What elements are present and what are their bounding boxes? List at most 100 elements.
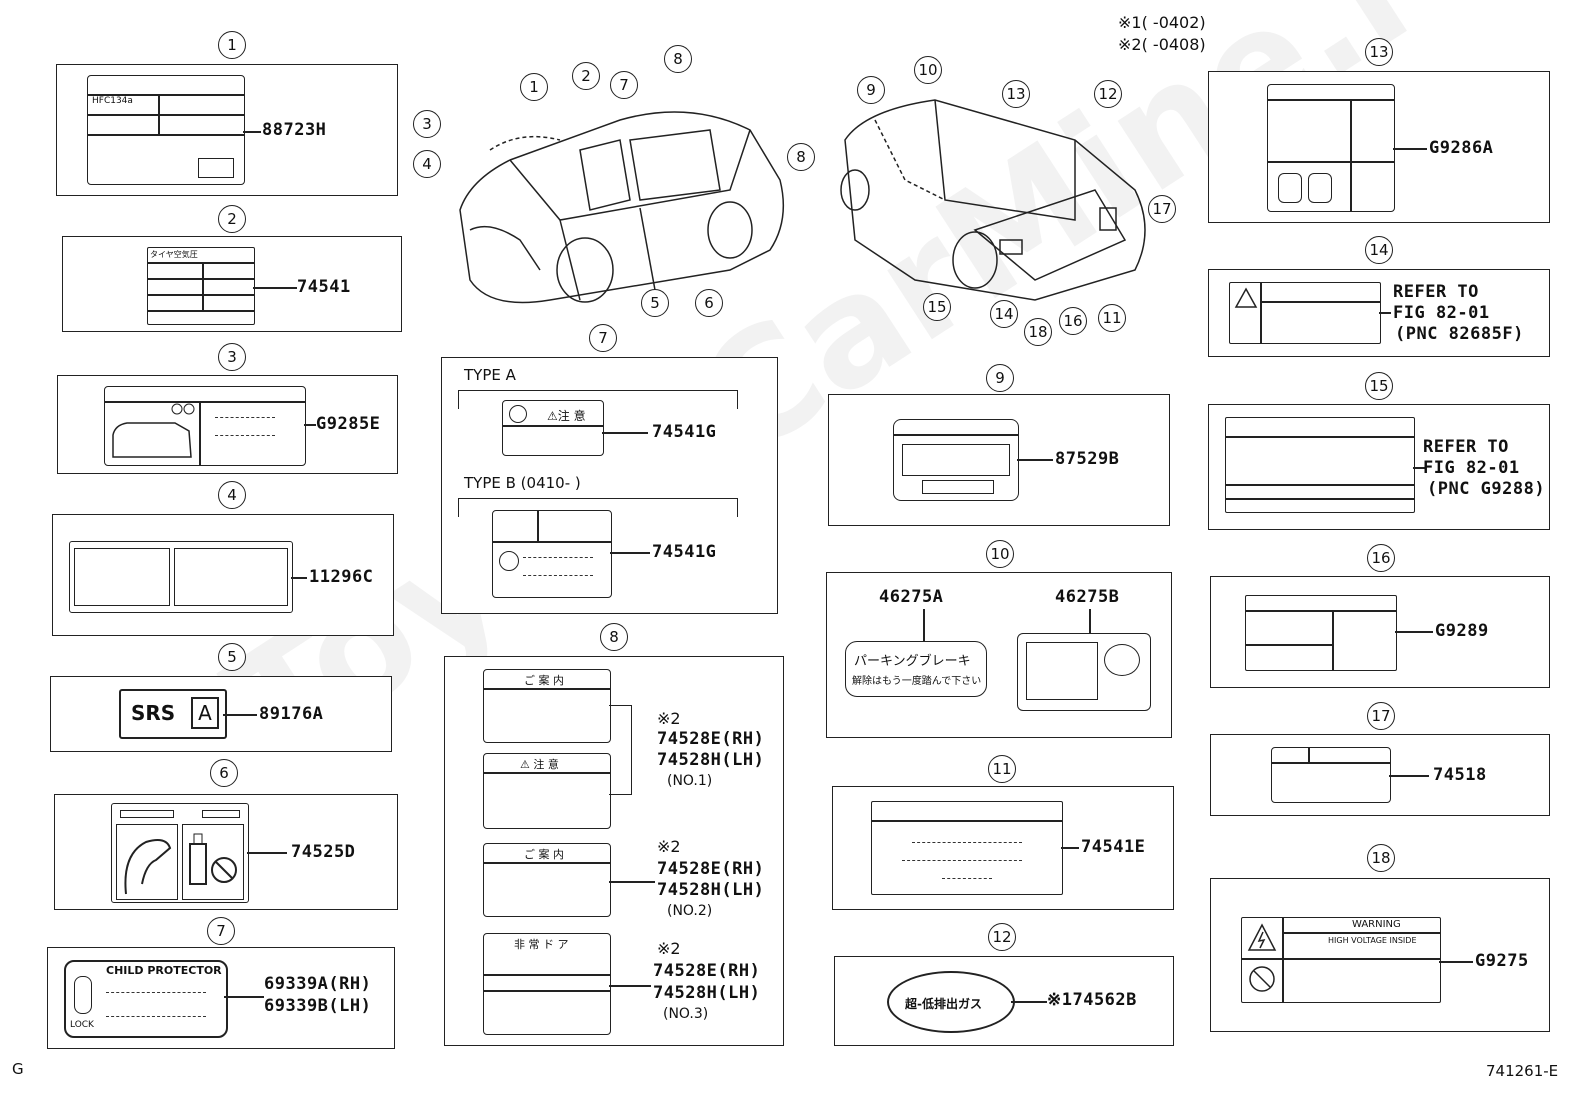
srs-text: SRS [131, 701, 176, 725]
label-7b-drawing [492, 510, 612, 598]
callout-14: 14 [1365, 236, 1393, 264]
no-3: (NO.3) [663, 1006, 709, 1022]
part-number-74528E-3: 74528E(RH) [653, 961, 761, 981]
car2-callout-15: 15 [923, 293, 951, 321]
label-13-drawing [1267, 84, 1395, 212]
panel-11: 74541E [832, 786, 1174, 910]
no-1: (NO.1) [667, 773, 713, 789]
part-number-74528E-1: 74528E(RH) [657, 729, 765, 749]
warning-text: WARNING [1352, 919, 1401, 930]
part-number-89176A: 89176A [259, 704, 324, 724]
callout-2: 2 [218, 205, 246, 233]
car1-callout-4: 4 [413, 150, 441, 178]
footer-left: G [12, 1060, 24, 1078]
callout-4: 4 [218, 481, 246, 509]
mark-8-1: ※2 [657, 709, 681, 728]
low-emission-text: 超-低排出ガス [905, 997, 982, 1011]
car2-callout-16: 16 [1059, 307, 1087, 335]
label-15-drawing [1225, 417, 1415, 513]
label-3-drawing [104, 386, 306, 466]
label-11-drawing [871, 801, 1063, 895]
callout-10: 10 [986, 540, 1014, 568]
label-8a: ご 案 内 [483, 669, 611, 743]
label-8b: ⚠ 注 意 [483, 753, 611, 829]
label-8c: ご 案 内 [483, 843, 611, 917]
panel-10: 46275A パーキングブレーキ 解除はもう一度踏んで下さい 46275B [826, 572, 1172, 738]
mark-8-2: ※2 [657, 837, 681, 856]
panel-5: SRS A 89176A [50, 676, 392, 752]
panel-14: REFER TO FIG 82-01 (PNC 82685F) [1208, 269, 1550, 357]
electric-hazard-icon [1247, 923, 1277, 951]
type-a-text: TYPE A [464, 366, 516, 384]
label-2-text: タイヤ空気圧 [150, 250, 198, 259]
callout-6: 6 [210, 759, 238, 787]
prohibited-icon [1249, 966, 1275, 992]
part-number-74541E: 74541E [1081, 837, 1146, 857]
panel-13: G9286A [1208, 71, 1550, 223]
part-number-88723H: 88723H [262, 120, 327, 140]
label-9-drawing [893, 419, 1019, 501]
panel-17: 74518 [1210, 734, 1550, 816]
part-number-74528H-2: 74528H(LH) [657, 880, 765, 900]
label-8d: 非 常 ド ア [483, 933, 611, 1035]
footer-right: 741261-E [1486, 1062, 1559, 1080]
label-6-drawing [111, 803, 249, 903]
car2-callout-12: 12 [1094, 80, 1122, 108]
guide-text-2: ご 案 内 [524, 848, 564, 861]
fig-14: FIG 82-01 [1393, 303, 1490, 323]
mark-8-3: ※2 [657, 939, 681, 958]
panel-18: WARNING HIGH VOLTAGE INSIDE G9275 [1210, 878, 1550, 1032]
car1-callout-7: 7 [610, 71, 638, 99]
car1-callout-3: 3 [413, 110, 441, 138]
srs-label: SRS A [119, 689, 227, 739]
part-number-G9285E: G9285E [316, 414, 381, 434]
part-number-69339A: 69339A(RH) [264, 974, 372, 994]
panel-7: TYPE A ⚠注 意 74541G TYPE B (0410- ) 74541… [441, 357, 778, 614]
panel-9: 87529B [828, 394, 1170, 526]
label-7a-drawing: ⚠注 意 [502, 400, 604, 456]
pnc-14: (PNC 82685F) [1395, 324, 1524, 344]
hv-warning-label: WARNING HIGH VOLTAGE INSIDE [1241, 917, 1441, 1003]
car2-callout-14: 14 [990, 300, 1018, 328]
callout-7-child: 7 [207, 917, 235, 945]
parking-brake-label: パーキングブレーキ 解除はもう一度踏んで下さい [845, 641, 987, 697]
emergency-text: 非 常 ド ア [514, 938, 569, 951]
part-number-G9286A: G9286A [1429, 138, 1494, 158]
label-14-drawing [1229, 282, 1381, 344]
bottle-icon [189, 833, 237, 885]
panel-3: G9285E [57, 375, 398, 474]
parking-brake-subtext: 解除はもう一度踏んで下さい [852, 676, 982, 687]
label-1-drawing: HFC134a [87, 75, 245, 185]
label-17-drawing [1271, 747, 1391, 803]
label-2-drawing: タイヤ空気圧 [147, 247, 255, 325]
warning-triangle-icon [1234, 287, 1258, 308]
callout-9: 9 [986, 364, 1014, 392]
child-protector-text: CHILD PROTECTOR [106, 964, 222, 977]
callout-12: 12 [988, 923, 1016, 951]
panel-15: REFER TO FIG 82-01 (PNC G9288) [1208, 404, 1550, 530]
car1-callout-1: 1 [520, 73, 548, 101]
type-b-text: TYPE B (0410- ) [464, 474, 581, 492]
refer-to-15: REFER TO [1423, 437, 1509, 457]
part-number-11296C: 11296C [309, 567, 374, 587]
part-number-74528E-2: 74528E(RH) [657, 859, 765, 879]
parking-brake-text: パーキングブレーキ [854, 654, 971, 669]
car1-callout-8a: 8 [664, 45, 692, 73]
callout-8: 8 [600, 623, 628, 651]
part-number-69339B: 69339B(LH) [264, 996, 372, 1016]
callout-1: 1 [218, 31, 246, 59]
car1-callout-2: 2 [572, 62, 600, 90]
car1-callout-8b: 8 [787, 143, 815, 171]
car1-callout-6: 6 [695, 289, 723, 317]
no-2: (NO.2) [667, 903, 713, 919]
vehicle-front-view [459, 111, 785, 304]
callout-11: 11 [988, 755, 1016, 783]
part-number-74528H-1: 74528H(LH) [657, 750, 765, 770]
panel-1: HFC134a 88723H [56, 64, 398, 196]
vehicle-rear-view [840, 99, 1146, 301]
part-number-G9275: G9275 [1475, 951, 1529, 971]
srs-badge: A [191, 697, 219, 729]
part-number-87529B: 87529B [1055, 449, 1120, 469]
pnc-15: (PNC G9288) [1427, 479, 1546, 499]
note-2: ※2( -0408) [1118, 35, 1206, 54]
